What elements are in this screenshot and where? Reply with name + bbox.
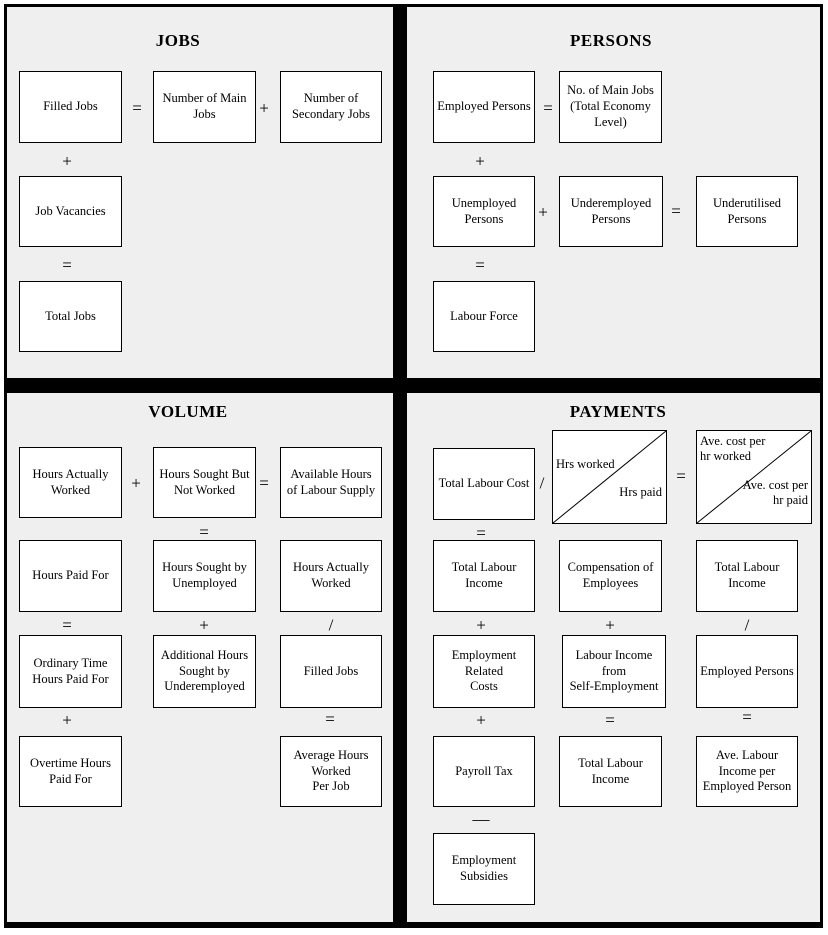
quadrant-title-persons: PERSONS — [570, 31, 652, 50]
box-no-of-main-jobs-total-economy: No. of Main Jobs (Total Economy Level) — [559, 71, 662, 143]
box-labour-income-from-self-employment: Labour Income from Self-Employment — [562, 635, 666, 708]
box-hrs-worked-over-hrs-paid: Hrs worked Hrs paid — [552, 430, 667, 524]
operator-plus: + — [538, 202, 548, 222]
box-total-labour-income-1: Total Labour Income — [433, 540, 535, 612]
box-hours-paid-for: Hours Paid For — [19, 540, 122, 612]
quadrant-title-payments: PAYMENTS — [569, 402, 667, 421]
operator-equals: = — [605, 710, 615, 730]
operator-equals: = — [62, 615, 72, 635]
box-labour-force: Labour Force — [433, 281, 535, 352]
box-ordinary-time-hours-paid-for: Ordinary Time Hours Paid For — [19, 635, 122, 708]
box-available-hours-of-labour-supply: Available Hours of Labour Supply — [280, 447, 382, 518]
operator-plus: + — [476, 710, 486, 730]
box-hours-actually-worked-2: Hours Actually Worked — [280, 540, 382, 612]
box-unemployed-persons: Unemployed Persons — [433, 176, 535, 247]
quadrant-divider-horizontal — [7, 378, 820, 393]
diagonal-line — [697, 431, 811, 523]
box-number-of-main-jobs: Number of Main Jobs — [153, 71, 256, 143]
box-overtime-hours-paid-for: Overtime Hours Paid For — [19, 736, 122, 807]
box-additional-hours-sought-by-underemployed: Additional Hours Sought by Underemployed — [153, 635, 256, 708]
diagram-frame — [4, 4, 823, 928]
box-ave-labour-income-per-employed-person: Ave. Labour Income per Employed Person — [696, 736, 798, 807]
box-employment-related-costs: Employment Related Costs — [433, 635, 535, 708]
box-compensation-of-employees: Compensation of Employees — [559, 540, 662, 612]
operator-equals: = — [742, 707, 752, 727]
operator-plus: + — [131, 473, 141, 493]
box-average-hours-worked-per-job: Average Hours Worked Per Job — [280, 736, 382, 807]
diag-bottom-label: Ave. cost per hr paid — [742, 478, 808, 507]
operator-equals: = — [671, 201, 681, 221]
quadrant-title-jobs: JOBS — [155, 31, 201, 50]
box-hours-sought-by-unemployed: Hours Sought by Unemployed — [153, 540, 256, 612]
box-employed-persons: Employed Persons — [433, 71, 535, 143]
box-total-labour-income-2: Total Labour Income — [696, 540, 798, 612]
operator-plus: + — [476, 615, 486, 635]
operator-plus: + — [605, 615, 615, 635]
box-underutilised-persons: Underutilised Persons — [696, 176, 798, 247]
operator-equals: = — [259, 473, 269, 493]
box-filled-jobs: Filled Jobs — [19, 71, 122, 143]
operator-equals: = — [62, 255, 72, 275]
box-number-of-secondary-jobs: Number of Secondary Jobs — [280, 71, 382, 143]
operator-equals: = — [476, 523, 486, 543]
operator-plus: + — [259, 98, 269, 118]
box-total-labour-cost: Total Labour Cost — [433, 448, 535, 520]
operator-equals: = — [543, 98, 553, 118]
diagonal-line — [553, 431, 666, 523]
quadrant-title-volume: VOLUME — [148, 402, 228, 421]
operator-divide: / — [539, 473, 545, 493]
box-payroll-tax: Payroll Tax — [433, 736, 535, 807]
box-hours-actually-worked: Hours Actually Worked — [19, 447, 122, 518]
box-filled-jobs-volume: Filled Jobs — [280, 635, 382, 708]
operator-equals: = — [676, 466, 686, 486]
box-job-vacancies: Job Vacancies — [19, 176, 122, 247]
operator-divide: / — [744, 615, 750, 635]
operator-plus: + — [475, 151, 485, 171]
box-underemployed-persons: Underemployed Persons — [559, 176, 663, 247]
operator-equals: = — [475, 255, 485, 275]
quadrant-divider-vertical — [393, 7, 407, 922]
operator-plus: + — [62, 151, 72, 171]
diag-bottom-label: Hrs paid — [619, 485, 662, 499]
box-hours-sought-but-not-worked: Hours Sought But Not Worked — [153, 447, 256, 518]
box-total-labour-income-3: Total Labour Income — [559, 736, 662, 807]
operator-equals: = — [199, 522, 209, 542]
operator-plus: + — [199, 615, 209, 635]
box-ave-cost-per-hr: Ave. cost per hr worked Ave. cost per hr… — [696, 430, 812, 524]
operator-plus: + — [62, 710, 72, 730]
box-total-jobs: Total Jobs — [19, 281, 122, 352]
operator-equals: = — [132, 98, 142, 118]
operator-divide: / — [328, 615, 334, 635]
operator-minus: — — [472, 809, 490, 829]
diag-top-label: Hrs worked — [556, 457, 615, 471]
operator-equals: = — [325, 709, 335, 729]
box-employed-persons-payments: Employed Persons — [696, 635, 798, 708]
diag-top-label: Ave. cost per hr worked — [700, 434, 766, 463]
box-employment-subsidies: Employment Subsidies — [433, 833, 535, 905]
